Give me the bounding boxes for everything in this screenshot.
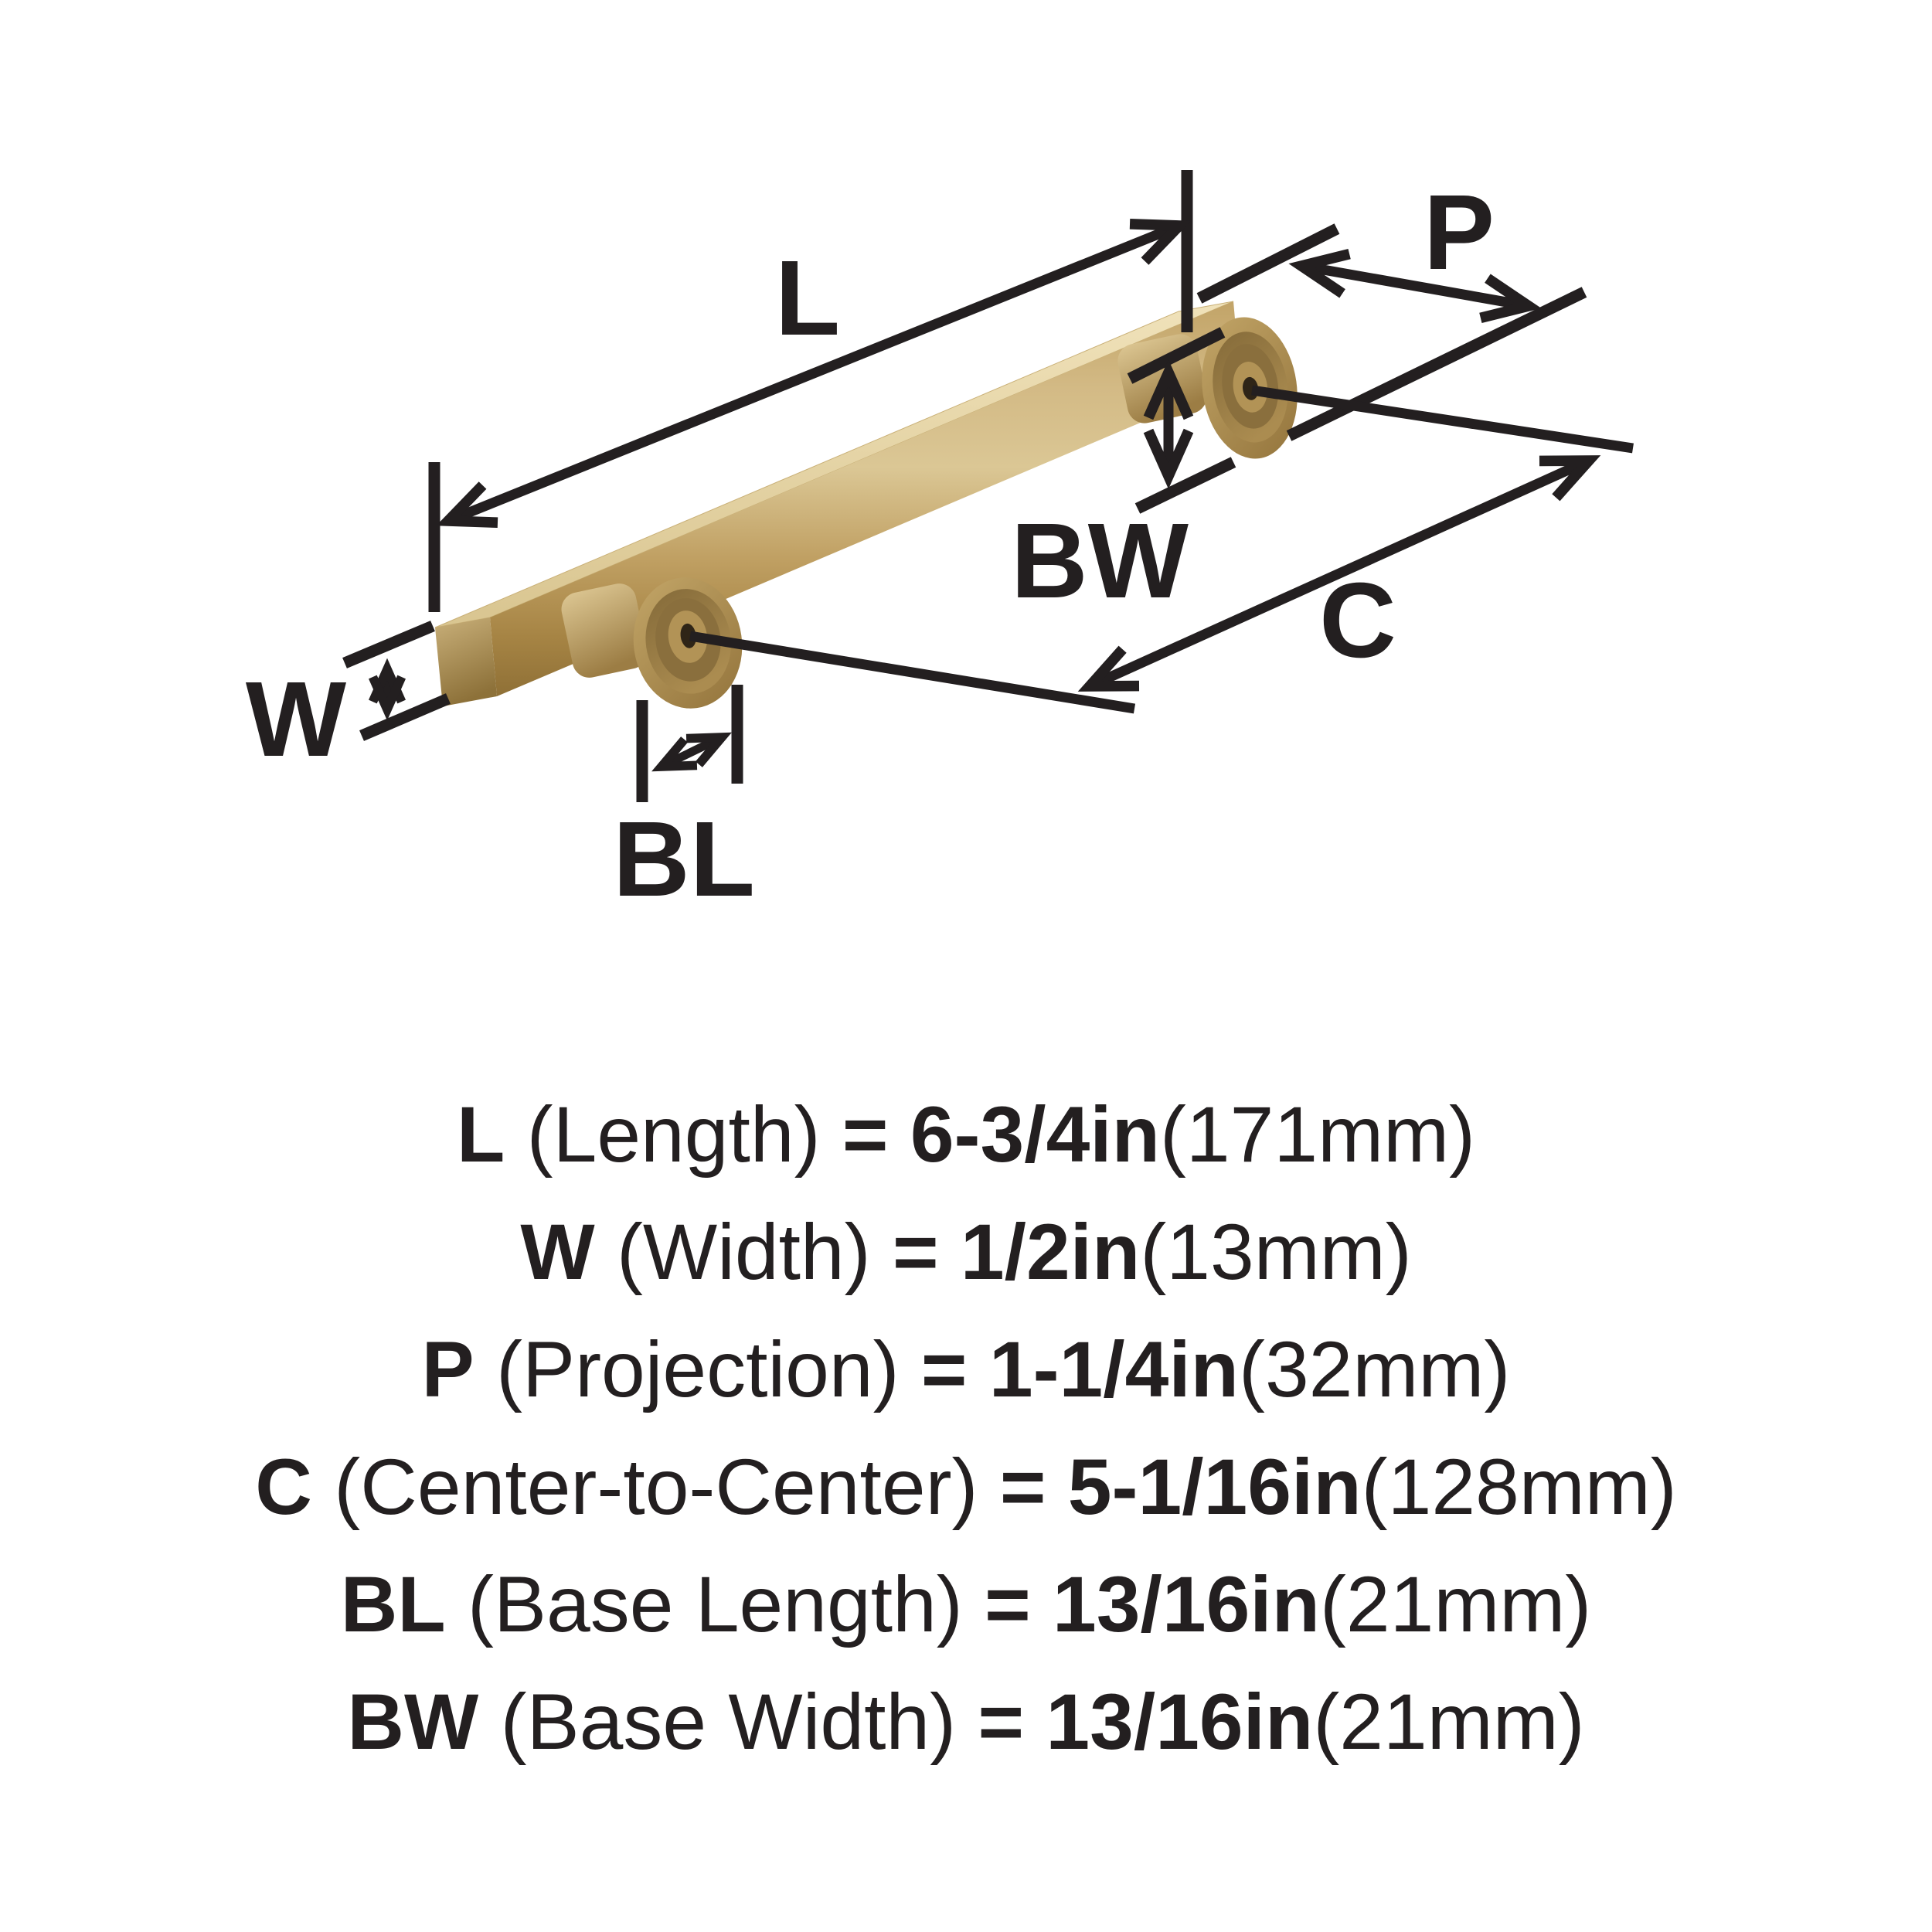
center-leader-right <box>1251 385 1634 454</box>
dim-projection <box>1196 223 1587 441</box>
spec-name: (Projection) <box>496 1325 900 1413</box>
dim-base-length <box>636 685 743 802</box>
spec-equals: = <box>978 1678 1025 1766</box>
spec-name: (Length) <box>526 1090 821 1179</box>
spec-code: L <box>456 1090 505 1179</box>
spec-row-base-width: BW (Base Width) = 13/16in(21mm) <box>0 1663 1932 1781</box>
spec-equals: = <box>920 1325 968 1413</box>
spec-code: C <box>255 1443 312 1531</box>
spec-metric: (171mm) <box>1159 1090 1476 1179</box>
spec-row-length: L (Length) = 6-3/4in(171mm) <box>0 1076 1932 1193</box>
spec-equals: = <box>892 1208 939 1296</box>
spec-metric: (32mm) <box>1238 1325 1511 1413</box>
spec-metric: (13mm) <box>1140 1208 1412 1296</box>
dim-label-base-length: BL <box>613 800 755 919</box>
spec-name: (Base Length) <box>468 1560 963 1648</box>
spec-equals: = <box>999 1443 1046 1531</box>
spec-value: 13/16in <box>1046 1678 1314 1766</box>
spec-list: L (Length) = 6-3/4in(171mm) W (Width) = … <box>0 1076 1932 1781</box>
center-leader-left <box>689 631 1136 714</box>
spec-row-projection: P (Projection) = 1-1/4in(32mm) <box>0 1311 1932 1428</box>
spec-metric: (128mm) <box>1361 1443 1677 1531</box>
dim-label-center-to-center: C <box>1319 561 1396 680</box>
spec-equals: = <box>842 1090 889 1179</box>
spec-code: P <box>421 1325 474 1413</box>
dim-label-width: W <box>246 660 347 779</box>
dim-length-arrow <box>436 218 1192 529</box>
spec-row-base-length: BL (Base Length) = 13/16in(21mm) <box>0 1546 1932 1663</box>
spec-value: 13/16in <box>1053 1560 1320 1648</box>
dim-label-projection: P <box>1423 173 1495 292</box>
spec-code: BW <box>347 1678 479 1766</box>
dim-center-arrow <box>1077 455 1601 692</box>
spec-name: (Center-to-Center) <box>334 1443 978 1531</box>
spec-metric: (21mm) <box>1319 1560 1592 1648</box>
spec-name: (Base Width) <box>500 1678 957 1766</box>
spec-equals: = <box>985 1560 1031 1648</box>
dim-base-width <box>1127 327 1236 514</box>
dim-length <box>428 170 1193 612</box>
spec-name: (Width) <box>616 1208 871 1296</box>
spec-row-center-to-center: C (Center-to-Center) = 5-1/16in(128mm) <box>0 1428 1932 1546</box>
spec-value: 6-3/4in <box>910 1090 1160 1179</box>
spec-value: 5-1/16in <box>1067 1443 1362 1531</box>
spec-metric: (21mm) <box>1313 1678 1585 1766</box>
spec-value: 1/2in <box>960 1208 1141 1296</box>
dim-width <box>342 621 451 741</box>
dim-projection-arrow <box>1288 248 1542 324</box>
spec-code: BL <box>340 1560 446 1648</box>
dim-width-tick-top <box>342 621 435 668</box>
dim-label-base-width: BW <box>1011 502 1189 621</box>
left-post-stem <box>561 583 648 678</box>
spec-code: W <box>520 1208 595 1296</box>
bar-end-cap <box>435 617 497 706</box>
dim-center-to-center <box>689 385 1634 714</box>
dim-label-length: L <box>775 239 840 358</box>
left-post-base <box>633 577 743 709</box>
dim-width-tick-bottom <box>359 693 451 741</box>
dim-base-length-arrow <box>651 732 732 772</box>
dim-projection-tick-bar-end <box>1196 223 1340 304</box>
left-post-hole <box>680 623 696 648</box>
spec-row-width: W (Width) = 1/2in(13mm) <box>0 1193 1932 1311</box>
spec-value: 1-1/4in <box>988 1325 1239 1413</box>
